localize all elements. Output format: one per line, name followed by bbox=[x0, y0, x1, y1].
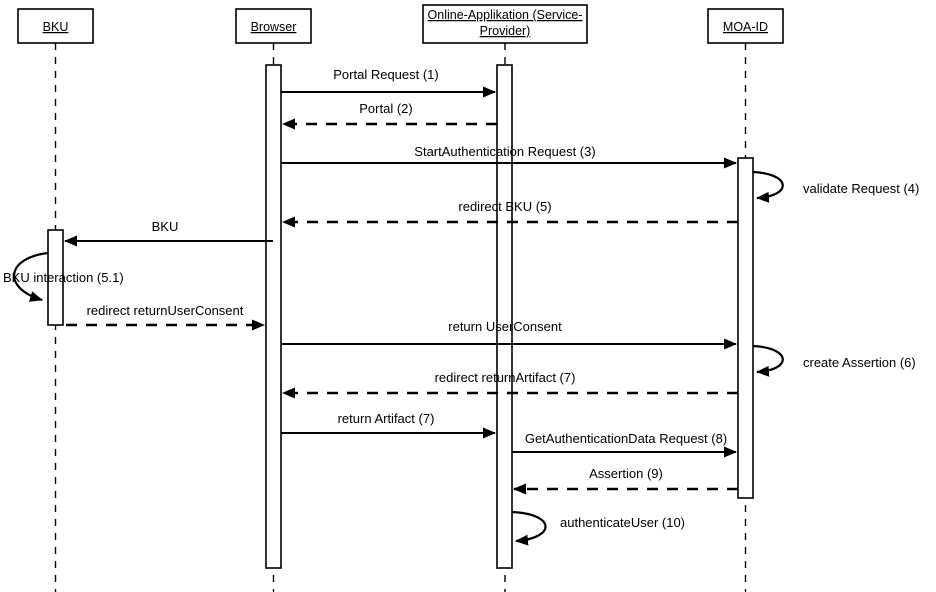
message-bku[interactable]: BKU bbox=[64, 219, 273, 247]
message-getauthenticationdata-request[interactable]: GetAuthenticationData Request (8) bbox=[512, 431, 737, 458]
lifeline-headers: BKU Browser Online-Applikation (Service-… bbox=[17, 4, 784, 44]
message-label-bku: BKU bbox=[152, 219, 179, 234]
message-label-validate-request: validate Request (4) bbox=[803, 181, 919, 196]
message-label-redirect-returnuserconsent: redirect returnUserConsent bbox=[87, 303, 244, 318]
message-label-return-artifact: return Artifact (7) bbox=[338, 411, 435, 426]
message-label-bku-interaction: BKU interaction (5.1) bbox=[3, 270, 124, 285]
message-authenticateuser[interactable]: authenticateUser (10) bbox=[511, 510, 685, 546]
message-validate-request[interactable]: validate Request (4) bbox=[752, 170, 919, 203]
message-startauthentication-request[interactable]: StartAuthentication Request (3) bbox=[281, 144, 737, 169]
message-create-assertion[interactable]: create Assertion (6) bbox=[752, 344, 916, 377]
lifeline-header-moa-id[interactable]: MOA-ID bbox=[707, 8, 784, 44]
lifeline-header-bku[interactable]: BKU bbox=[17, 8, 94, 44]
message-label-getauthenticationdata-request: GetAuthenticationData Request (8) bbox=[525, 431, 727, 446]
message-label-redirect-bku: redirect BKU (5) bbox=[458, 199, 551, 214]
activation-bar-browser bbox=[265, 64, 282, 569]
lifeline-header-online-applikation[interactable]: Online-Applikation (Service- Provider) bbox=[422, 4, 588, 44]
lifeline-box-bku bbox=[17, 8, 94, 44]
message-arrow-authenticateuser bbox=[511, 510, 547, 546]
message-arrow-bku-interaction bbox=[13, 251, 49, 302]
lifeline-label-bku: BKU bbox=[43, 20, 69, 34]
message-label-return-userconsent: return UserConsent bbox=[448, 319, 562, 334]
message-return-artifact[interactable]: return Artifact (7) bbox=[281, 411, 496, 439]
message-label-create-assertion: create Assertion (6) bbox=[803, 355, 916, 370]
message-redirect-bku[interactable]: redirect BKU (5) bbox=[282, 199, 738, 228]
message-portal-request[interactable]: Portal Request (1) bbox=[281, 67, 496, 98]
message-redirect-returnartifact[interactable]: redirect returnArtifact (7) bbox=[282, 370, 738, 399]
lifeline-header-browser[interactable]: Browser bbox=[235, 8, 312, 44]
lifeline-label-online-applikation-line1: Online-Applikation (Service- bbox=[428, 8, 583, 22]
message-label-portal-request: Portal Request (1) bbox=[333, 67, 439, 82]
message-redirect-returnuserconsent[interactable]: redirect returnUserConsent bbox=[66, 303, 265, 331]
message-label-assertion: Assertion (9) bbox=[589, 466, 663, 481]
message-assertion[interactable]: Assertion (9) bbox=[513, 466, 738, 495]
message-label-authenticateuser: authenticateUser (10) bbox=[560, 515, 685, 530]
activation-bar-online-applikation bbox=[496, 64, 513, 569]
message-return-userconsent[interactable]: return UserConsent bbox=[281, 319, 737, 350]
message-bku-interaction[interactable]: BKU interaction (5.1) bbox=[3, 251, 124, 302]
message-portal[interactable]: Portal (2) bbox=[282, 101, 497, 130]
message-label-redirect-returnartifact: redirect returnArtifact (7) bbox=[435, 370, 576, 385]
lifeline-label-online-applikation-line2: Provider) bbox=[480, 24, 531, 38]
lifeline-label-moa-id: MOA-ID bbox=[723, 20, 768, 34]
message-arrow-validate-request bbox=[752, 170, 784, 203]
lifeline-box-moa-id bbox=[707, 8, 784, 44]
message-label-portal: Portal (2) bbox=[359, 101, 412, 116]
message-label-startauthentication-request: StartAuthentication Request (3) bbox=[414, 144, 595, 159]
activation-bar-moa-id bbox=[737, 157, 754, 499]
message-arrow-create-assertion bbox=[752, 344, 784, 377]
activation-bar-bku bbox=[47, 229, 64, 326]
lifeline-label-browser: Browser bbox=[251, 20, 297, 34]
activation-bars bbox=[47, 64, 754, 569]
